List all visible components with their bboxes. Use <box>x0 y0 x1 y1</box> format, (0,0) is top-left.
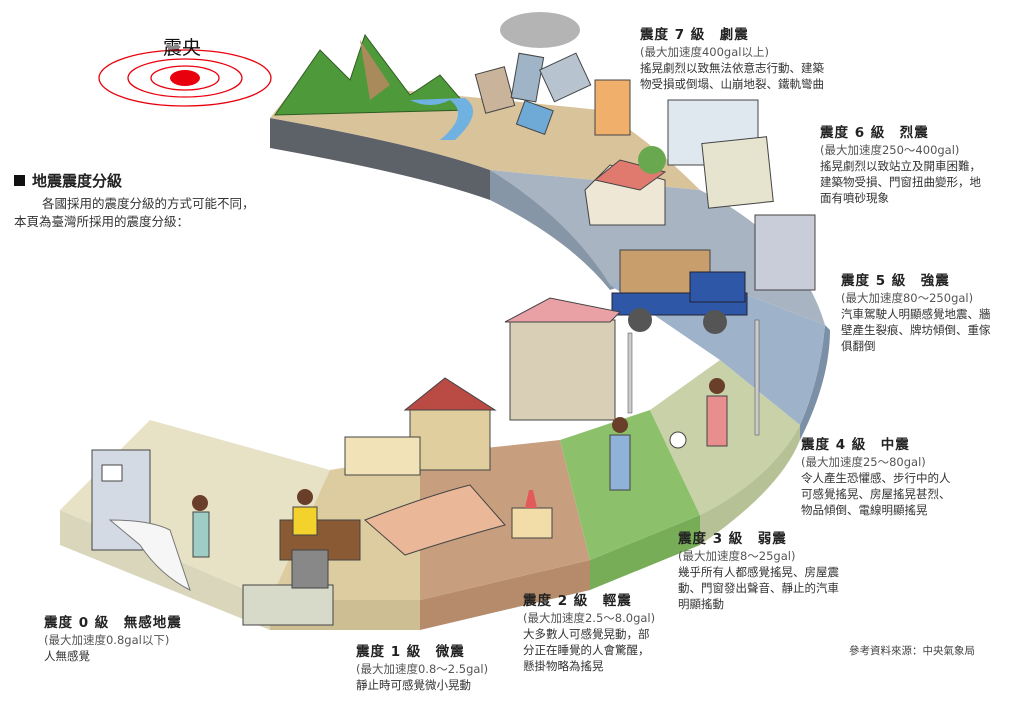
level-title: 震度 0 級 無感地震 <box>44 615 182 631</box>
level-accel: (最大加速度8～25gal) <box>678 549 796 563</box>
level-accel: (最大加速度400gal以上) <box>640 45 769 59</box>
people-icon <box>192 378 728 558</box>
level-desc: 人無感覺 <box>44 649 90 663</box>
intro-line: 本頁為臺灣所採用的震度分級： <box>14 214 190 229</box>
level-desc: 懸掛物略為搖晃 <box>523 659 604 673</box>
level-title: 震度 7 級 劇震 <box>640 27 749 43</box>
level-desc: 搖晃劇烈以致站立及開車困難， <box>820 159 981 173</box>
level-title: 震度 2 級 輕震 <box>523 593 632 609</box>
epicenter-icon <box>98 49 272 107</box>
level-desc: 大多數人可感覺晃動，部 <box>523 627 650 641</box>
bed-icon <box>364 484 553 556</box>
level-desc: 壁產生裂痕、牌坊傾倒、重傢 <box>841 323 991 337</box>
level-3-block: 震度 3 級 弱震 (最大加速度8～25gal) 幾乎所有人都感覺搖晃、房屋震 … <box>678 531 839 612</box>
level-accel: (最大加速度250～400gal) <box>820 143 960 157</box>
level-title: 震度 1 級 微震 <box>356 644 465 660</box>
seismograph-icon <box>91 449 191 591</box>
level-desc: 建築物受損、門窗扭曲變形，地 <box>820 175 981 189</box>
collapsed-buildings-icon <box>474 12 631 136</box>
level-4-block: 震度 4 級 中震 (最大加速度25～80gal) 令人產生恐懼感、步行中的人 … <box>801 437 951 518</box>
level-desc: 分正在睡覺的人會驚醒， <box>523 643 650 657</box>
level-title: 震度 6 級 烈震 <box>820 125 929 141</box>
level-desc: 物受損或倒塌、山崩地裂、鐵軌彎曲 <box>640 77 824 91</box>
source-credit: 參考資料來源：中央氣象局 <box>849 645 975 657</box>
level-desc: 汽車駕駛人明顯感覺地震、牆 <box>841 307 991 321</box>
level-desc: 搖晃劇烈以致無法依意志行動、建築 <box>640 61 824 75</box>
level-desc: 動、門窗發出聲音、靜止的汽車 <box>678 581 839 595</box>
page-title: 地震震度分級 <box>14 170 122 191</box>
level-desc: 靜止時可感覺微小晃動 <box>356 678 471 692</box>
level-2-block: 震度 2 級 輕震 (最大加速度2.5～8.0gal) 大多數人可感覺晃動，部 … <box>523 593 655 674</box>
level-accel: (最大加速度80～250gal) <box>841 291 974 305</box>
level-1-block: 震度 1 級 微震 (最大加速度0.8～2.5gal) 靜止時可感覺微小晃動 <box>356 644 488 693</box>
level-desc: 幾乎所有人都感覺搖晃、房屋震 <box>678 565 839 579</box>
level-7-block: 震度 7 級 劇震 (最大加速度400gal以上) 搖晃劇烈以致無法依意志行動、… <box>640 27 824 92</box>
level-0-block: 震度 0 級 無感地震 (最大加速度0.8gal以下) 人無感覺 <box>44 615 182 664</box>
level-desc: 明顯搖動 <box>678 597 724 611</box>
level-desc: 面有噴砂現象 <box>820 191 889 205</box>
level-desc: 可感覺搖晃、房屋搖晃甚烈、 <box>801 487 951 501</box>
epicenter-label: 震央 <box>163 37 202 59</box>
page-title-text: 地震震度分級 <box>32 172 123 190</box>
level-title: 震度 3 級 弱震 <box>678 531 787 547</box>
level-desc: 俱翻倒 <box>841 339 876 353</box>
square-bullet-icon <box>14 175 25 186</box>
level-title: 震度 4 級 中震 <box>801 437 910 453</box>
intro-text: 各國採用的震度分級的方式可能不同， 本頁為臺灣所採用的震度分級： <box>14 195 304 231</box>
level-accel: (最大加速度0.8～2.5gal) <box>356 662 489 676</box>
level-6-block: 震度 6 級 烈震 (最大加速度250～400gal) 搖晃劇烈以致站立及開車困… <box>820 125 981 206</box>
intro-line: 各國採用的震度分級的方式可能不同， <box>42 196 255 211</box>
level-accel: (最大加速度0.8gal以下) <box>44 633 170 647</box>
level-accel: (最大加速度2.5～8.0gal) <box>523 611 656 625</box>
level-desc: 令人產生恐懼感、步行中的人 <box>801 471 951 485</box>
level-5-block: 震度 5 級 強震 (最大加速度80～250gal) 汽車駕駛人明顯感覺地震、牆… <box>841 273 991 354</box>
houses-icon <box>344 297 622 476</box>
desk-icon <box>242 519 361 626</box>
level-desc: 物品傾倒、電線明顯搖晃 <box>801 503 928 517</box>
damaged-buildings-icon <box>584 99 816 291</box>
level-accel: (最大加速度25～80gal) <box>801 455 926 469</box>
truck-icon <box>611 249 748 334</box>
level-title: 震度 5 級 強震 <box>841 273 950 289</box>
